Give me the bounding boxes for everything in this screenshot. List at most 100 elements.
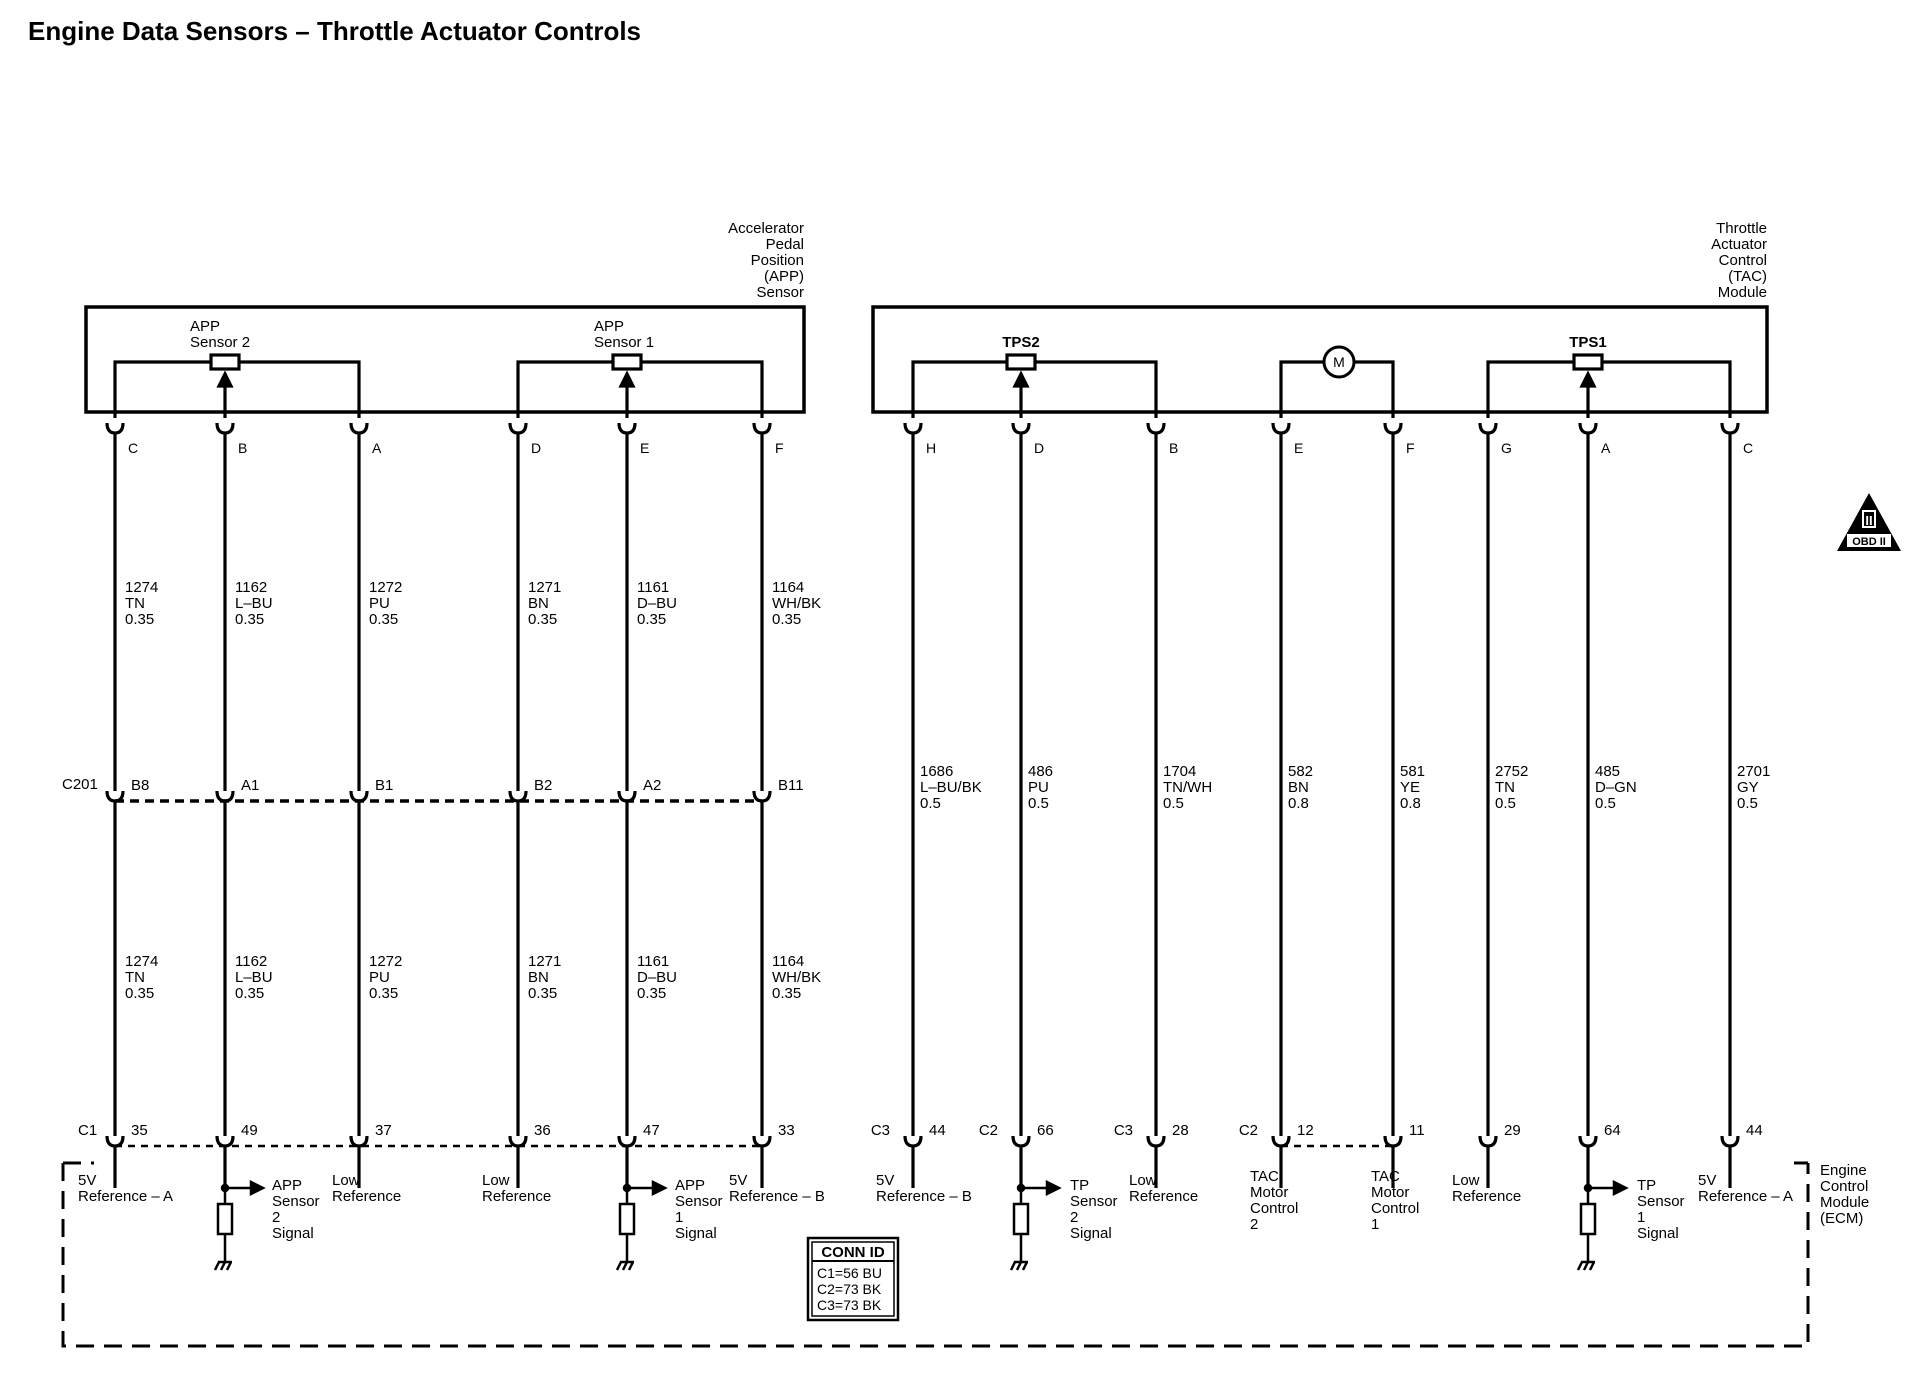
ecm-function-label: 1 [1637, 1209, 1645, 1226]
pin-label: F [1406, 440, 1415, 456]
ecm-function-label: Low [1129, 1172, 1157, 1189]
conn-id-table: CONN ID C1=56 BU C2=73 BK C3=73 BK [806, 1236, 900, 1322]
ecm-function-label: APP [675, 1177, 705, 1194]
app-module-name-line: Position [751, 252, 804, 269]
wire-label: PU [1028, 779, 1049, 796]
inline-pin-label: A1 [241, 777, 259, 794]
ecm-function-label: Sensor [675, 1193, 723, 1210]
tac-module-name-line: Control [1719, 252, 1767, 269]
terminal-ecm [752, 1134, 772, 1157]
motor-circuit [1279, 360, 1395, 418]
wire-label-upper: 1271 [528, 579, 561, 596]
ecm-function-label: 1 [675, 1209, 683, 1226]
ecm-function-label: Reference [1129, 1188, 1198, 1205]
ecm-box [61, 1161, 1810, 1348]
pin-label: E [640, 440, 649, 456]
terminal-ecm [1011, 1134, 1031, 1157]
conn-id-row: C1=56 BU [817, 1265, 882, 1281]
wire-label: 0.5 [1495, 795, 1516, 812]
app-sensor-2-label-line2: Sensor 2 [190, 334, 250, 351]
wire-label-lower: 1274 [125, 953, 158, 970]
ecm-function-label: 5V [78, 1172, 96, 1189]
pin-label: C [128, 440, 138, 456]
terminal-app-sensor [617, 421, 637, 444]
ecm-function-label: Reference – A [78, 1188, 173, 1205]
terminal-ecm [508, 1134, 528, 1157]
ecm-function-label: 2 [1250, 1216, 1258, 1233]
ecm-pin-label: 11 [1409, 1122, 1425, 1139]
terminal-app-sensor [215, 421, 235, 444]
pin-label: H [926, 440, 936, 456]
terminal-c201 [752, 789, 772, 812]
pin-label: A [1601, 440, 1611, 456]
ecm-function-label: Signal [1070, 1225, 1112, 1242]
wire-label: 0.5 [1737, 795, 1758, 812]
wire-label: BN [1288, 779, 1309, 796]
tac-module-name-line: Module [1718, 284, 1767, 301]
terminal-ecm [215, 1134, 235, 1157]
wire-label-lower: 0.35 [369, 985, 398, 1002]
wire-label: 0.5 [1595, 795, 1616, 812]
wire-label-upper: 1272 [369, 579, 402, 596]
ecm-function-label: 2 [1070, 1209, 1078, 1226]
app-sensor-1-circuit [516, 353, 764, 418]
wire-label: 2701 [1737, 763, 1770, 780]
ecm-module-name-line: Control [1820, 1178, 1868, 1195]
app-module-name-line: Accelerator [728, 220, 804, 237]
inline-pin-label: B8 [131, 777, 149, 794]
ecm-pin-label: 12 [1297, 1122, 1314, 1139]
terminal-ecm [349, 1134, 369, 1157]
wire-label-lower: WH/BK [772, 969, 821, 986]
terminal-ecm [903, 1134, 923, 1157]
ecm-pin-label: 28 [1172, 1122, 1189, 1139]
ecm-function-label: APP [272, 1177, 302, 1194]
wires-layer [105, 421, 1740, 1271]
inline-pin-label: B1 [375, 777, 393, 794]
wire-label-upper: 0.35 [637, 611, 666, 628]
ecm-function-label: Sensor [1637, 1193, 1685, 1210]
terminal-c201 [617, 789, 637, 812]
wire-label: YE [1400, 779, 1420, 796]
tps1-label: TPS1 [1569, 334, 1607, 351]
wire-label-lower: L–BU [235, 969, 273, 986]
wire-label-upper: D–BU [637, 595, 677, 612]
ecm-pin-label: 29 [1504, 1122, 1521, 1139]
wire-label-upper: 1161 [637, 579, 669, 596]
wire-label-upper: 0.35 [235, 611, 264, 628]
inline-pin-label: B11 [778, 777, 804, 794]
ecm-function-label: Motor [1371, 1184, 1409, 1201]
ecm-pin-label: 35 [131, 1122, 148, 1139]
wire-label-lower: D–BU [637, 969, 677, 986]
ecm-pin-label: 49 [241, 1122, 258, 1139]
terminal-c201 [508, 789, 528, 812]
ecm-function-label: Control [1250, 1200, 1298, 1217]
obd-badge-top: II [1865, 513, 1872, 528]
app-sensor-2-circuit [113, 353, 361, 418]
wire-label-upper: 1162 [235, 579, 267, 596]
wire-label: 0.5 [1028, 795, 1049, 812]
ecm-function-label: Low [482, 1172, 510, 1189]
wire-labels-layer: CB81274TN0.351274TN0.3535BA11162L–BU0.35… [78, 440, 1793, 1242]
tac-module-name-line: Actuator [1711, 236, 1767, 253]
ecm-function-label: TP [1070, 1177, 1089, 1194]
ecm-function-label: Reference [332, 1188, 401, 1205]
pin-label: B [1169, 440, 1178, 456]
ecm-signal-input-symbol [1576, 1179, 1629, 1271]
terminal-tac-module [1478, 421, 1498, 444]
inline-pin-label: A2 [643, 777, 661, 794]
wire-label: 485 [1595, 763, 1620, 780]
terminal-tac-module [1578, 421, 1598, 444]
conn-id-header: CONN ID [821, 1244, 885, 1261]
tps2-circuit [911, 353, 1158, 418]
ecm-function-label: Low [1452, 1172, 1480, 1189]
app-sensor-box [84, 305, 806, 414]
c201-label: C201 [62, 776, 98, 793]
wire-label-upper: WH/BK [772, 595, 821, 612]
obd-badge-bottom: OBD II [1852, 536, 1886, 548]
terminal-ecm [617, 1134, 637, 1157]
wire-label: GY [1737, 779, 1759, 796]
